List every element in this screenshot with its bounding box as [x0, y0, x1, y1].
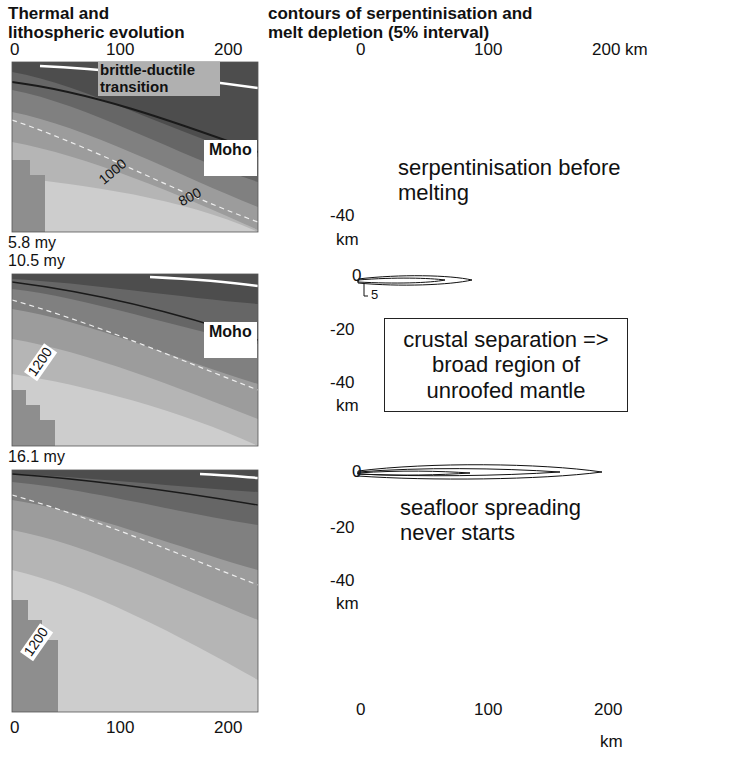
axis-tick: 0	[356, 40, 365, 59]
panel-heading: contours of serpentinisation and melt de…	[268, 4, 568, 42]
axis-tick: -40	[330, 571, 355, 590]
axis-tick: km	[336, 594, 359, 613]
isotherm-band	[12, 274, 258, 419]
isotherm-band	[12, 62, 258, 230]
axis-tick: -40	[330, 373, 355, 392]
axis-tick: 0	[352, 462, 361, 481]
axis-tick: 0	[352, 266, 361, 285]
moho-tag: Moho	[204, 322, 257, 358]
node-text: Moho	[209, 323, 252, 341]
axis-tick: 0	[10, 40, 19, 59]
axis-tick: km	[600, 732, 623, 751]
panel-2-lines	[12, 277, 258, 446]
thermal-bands	[12, 62, 258, 712]
panel-note: serpentinisation before melting	[398, 156, 628, 205]
boundary-label: brittle-ductile transition	[98, 62, 220, 96]
panel-heading: Thermal and lithospheric evolution	[8, 4, 188, 42]
isotherm-bands	[12, 62, 258, 232]
node-text: crustal separation => broad region of un…	[395, 327, 617, 403]
isotherm-band	[12, 274, 258, 344]
axis-tick: -40	[330, 206, 355, 225]
isotherm-band	[12, 274, 258, 304]
axis-tick: km	[336, 230, 359, 249]
isotherm-band	[12, 470, 258, 570]
axis-tick: 100	[106, 718, 134, 737]
axis-tick: 200	[214, 718, 242, 737]
axis-tick: 0	[356, 700, 365, 719]
panel-note: seafloor spreading never starts	[400, 496, 630, 545]
time-label: 16.1 my	[8, 448, 65, 466]
node-text: Moho	[209, 141, 252, 159]
axis-tick: 200 km	[592, 40, 648, 59]
time-label: 10.5 my	[8, 252, 65, 270]
isotherm-band	[12, 470, 258, 620]
isotherm-band	[12, 62, 258, 207]
isotherm-bands	[12, 470, 258, 712]
isotherm-band	[12, 274, 258, 446]
isotherm-band	[12, 62, 258, 182]
contour-value: 5	[371, 288, 378, 303]
isotherm-band	[12, 274, 258, 384]
axis-tick: 200	[594, 700, 622, 719]
axis-tick: -20	[330, 518, 355, 537]
isotherm-band	[12, 470, 258, 525]
mantle-ground	[12, 62, 258, 232]
axis-tick: 200	[214, 40, 242, 59]
axis-tick: 100	[474, 700, 502, 719]
mantle-ground	[12, 274, 258, 446]
isotherm-band	[12, 62, 258, 232]
isotherm-bands	[12, 274, 258, 446]
axis-tick: km	[336, 396, 359, 415]
isotherm-band	[12, 470, 258, 492]
axis-tick: 100	[474, 40, 502, 59]
mantle-ground	[12, 470, 258, 712]
axis-tick: 0	[10, 718, 19, 737]
note-box: crustal separation => broad region of un…	[384, 318, 628, 412]
moho-tag: Moho	[204, 140, 257, 176]
axis-tick: -20	[330, 320, 355, 339]
time-label: 5.8 my	[8, 234, 56, 252]
panel-3-lines	[12, 474, 258, 712]
axis-tick: 100	[106, 40, 134, 59]
